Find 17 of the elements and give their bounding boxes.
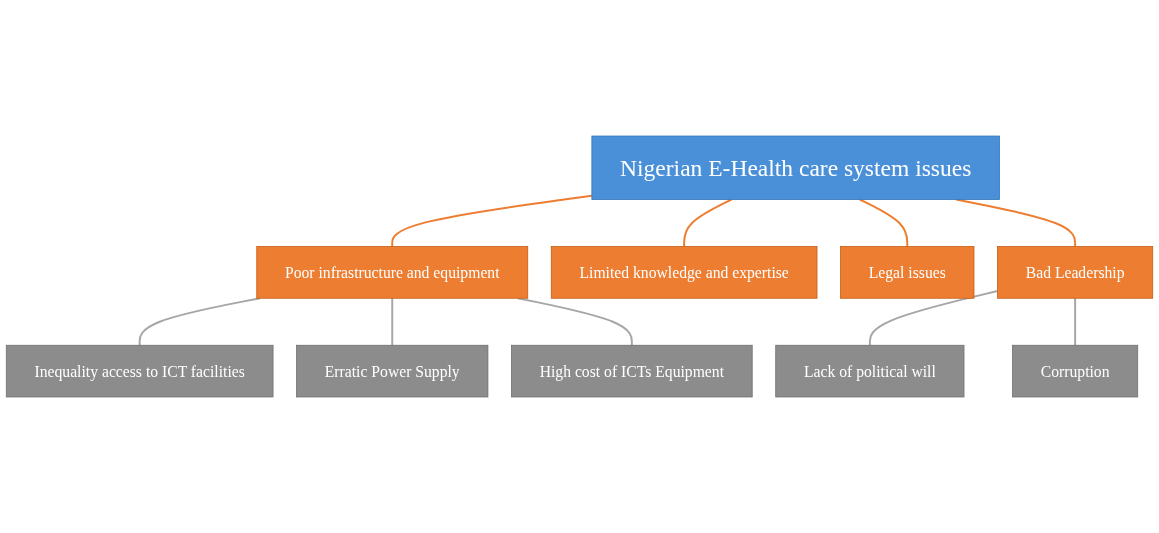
node-box: Lack of political will (775, 344, 965, 398)
connector (868, 290, 999, 347)
connector (1074, 297, 1077, 347)
connector (391, 194, 593, 248)
connector (683, 198, 733, 248)
connector (138, 297, 261, 347)
node-box: High cost of ICTs Equipment (511, 344, 753, 398)
node-box: Bad Leadership (997, 246, 1154, 299)
node-box: Limited knowledge and expertise (550, 246, 818, 299)
node-box: Corruption (1012, 344, 1139, 398)
connector (858, 198, 909, 248)
node-box: Poor infrastructure and equipment (256, 246, 529, 299)
node-box: Erratic Power Supply (296, 344, 489, 398)
node-box: Nigerian E-Health care system issues (591, 135, 1000, 200)
node-box: Inequality access to ICT facilities (5, 344, 274, 398)
node-box: Legal issues (840, 246, 975, 299)
connector (391, 297, 394, 347)
